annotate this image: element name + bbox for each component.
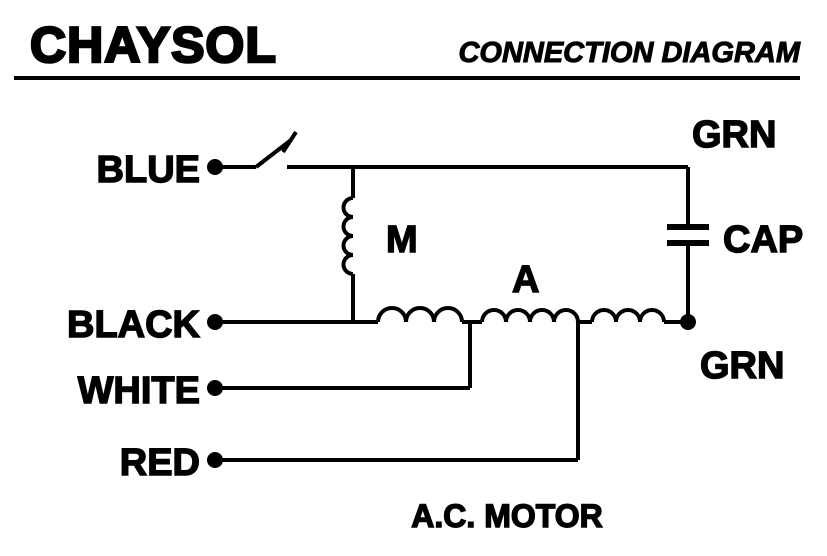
white-wire-label: WHITE [78,370,200,412]
switch-tick [281,130,298,154]
aux-winding-coil-3 [590,308,666,323]
aux-winding-label: A [512,259,539,301]
black-wire-label: BLACK [67,304,201,346]
motor-caption: A.C. MOTOR [411,498,602,534]
page-title: CONNECTION DIAGRAM [458,37,800,69]
red-wire-label: RED [120,442,200,484]
ground-top-label: GRN [692,114,776,156]
aux-winding-coil-2 [480,308,580,323]
aux-winding-coil-1 [376,306,464,323]
main-winding-label: M [386,219,418,261]
brand-logo-text: CHAYSOL [30,17,277,73]
blue-wire-label: BLUE [97,149,200,191]
ground-bottom-label: GRN [700,345,784,387]
main-winding-coil [341,196,354,276]
switch-blade [254,138,293,169]
capacitor-label: CAP [723,219,803,261]
